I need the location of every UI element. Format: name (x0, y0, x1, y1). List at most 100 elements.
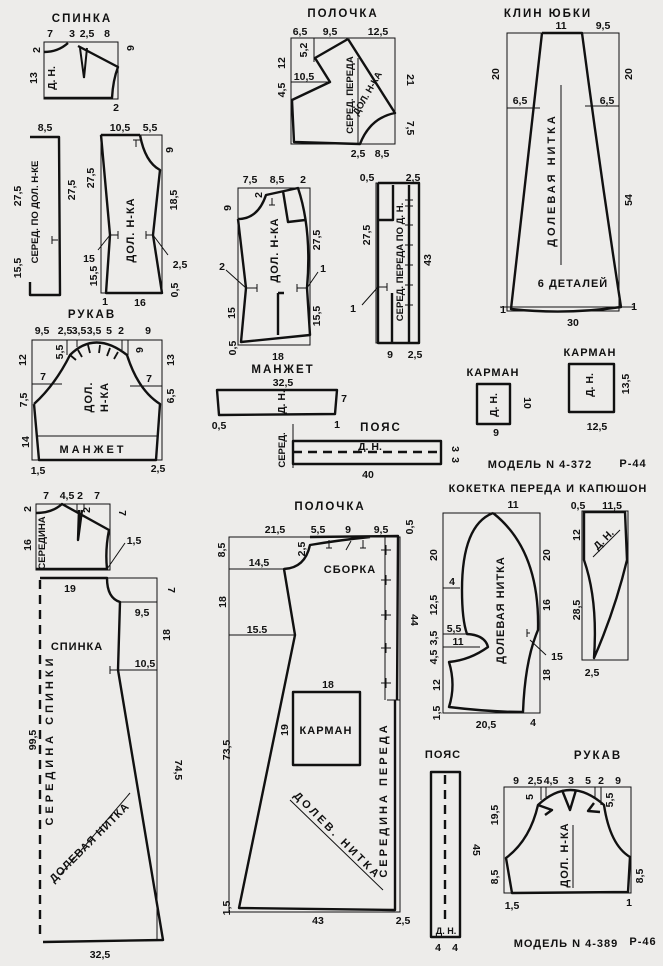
dimension-label: 3 (449, 446, 461, 452)
dimension-label: 15 (226, 307, 238, 319)
dimension-label: 8 (104, 28, 110, 40)
dimension-label: 13 (165, 354, 177, 366)
dimension-label: 5,5 (447, 623, 462, 635)
dimension-label: 3 (449, 457, 461, 463)
dimension-label: 43 (422, 254, 434, 266)
grain-label: Д. Н. (591, 527, 616, 552)
dimension-label: 0,5 (227, 341, 239, 356)
center-label: СЕРЕД. ПО ДОЛ. Н-КЕ (30, 161, 41, 264)
pattern-front-yoke: ПОЛОЧКА 6,5 9,5 12,5 12 4,5 5,2 10,5 21 … (276, 8, 416, 160)
dimension-label: 7 (341, 393, 347, 405)
dimension-label: 0,5 (360, 172, 375, 184)
dimension-label: 12 (431, 679, 443, 691)
center-label: СЕРЕДИНА ПЕРЕДА (378, 722, 390, 877)
dimension-label: 27,5 (361, 225, 373, 246)
grain-label: Д. Н. (584, 373, 596, 397)
dimension-label: 20 (490, 68, 502, 80)
dimension-label: 43 (312, 915, 324, 927)
dimension-label: 5,5 (54, 345, 66, 360)
dimension-label: 7 (116, 510, 128, 516)
center-label: СЕРЕД. (277, 432, 288, 467)
dimension-label: 40 (362, 469, 374, 481)
dimension-label: 18 (272, 351, 284, 363)
dimension-label: 12 (17, 354, 29, 366)
grain-label: ДОЛЕВАЯ НИТКА (48, 801, 133, 886)
dimension-label: 0,5 (212, 420, 227, 432)
dimension-label: 2,5 (351, 148, 366, 160)
dimension-label: 13 (28, 72, 40, 84)
dimension-label: 6 (124, 45, 136, 51)
dimension-label: 9 (145, 325, 151, 337)
dimension-label: 9,5 (135, 607, 150, 619)
dimension-label: 5,5 (311, 524, 326, 536)
dimension-label: 11 (452, 636, 463, 648)
grain-label: ДОЛ. (83, 382, 95, 413)
pattern-cuff: МАНЖЕТ 32,5 7 0,5 1 Д. Н. (212, 364, 347, 432)
dimension-label: 8,5 (38, 122, 53, 134)
dimension-label: 8,5 (489, 870, 501, 885)
grain-label: ДОЛ. Н-КА (269, 217, 281, 282)
dimension-label: 7 (43, 490, 49, 502)
dimension-label: 5,5 (143, 122, 158, 134)
dimension-label: 2 (81, 507, 93, 513)
dimension-label: 2,5 (585, 667, 600, 679)
dimension-label: 9,5 (323, 26, 338, 38)
pattern-hood: КОКЕТКА ПЕРЕДА И КАПЮШОН 11 20 4 12,5 5,… (428, 483, 648, 731)
dimension-label: 1,5 (505, 900, 520, 912)
dimension-label: 8,5 (216, 543, 228, 558)
piece-title: КАРМАН (564, 347, 617, 359)
dimension-label: 14,5 (249, 557, 270, 569)
dimension-label: 4,5 (60, 490, 75, 502)
dimension-label: 8,5 (270, 174, 285, 186)
size-label: Р-46 (629, 936, 656, 948)
center-label: СЕРЕД. ПЕРЕДА (345, 56, 356, 134)
dimension-label: 2 (31, 47, 43, 53)
piece-title: КАРМАН (467, 367, 520, 379)
pattern-pocket-large: КАРМАН 13,5 12,5 Д. Н. (564, 347, 632, 433)
dimension-label: 9 (164, 147, 176, 153)
dimension-label: 7 (47, 28, 53, 40)
dimension-label: 1 (334, 419, 340, 431)
piece-title: КЛИН ЮБКИ (504, 8, 592, 20)
dimension-label: 11 (555, 20, 566, 32)
dimension-label: 11,5 (602, 500, 622, 512)
dimension-label: 9 (387, 349, 393, 361)
dimension-label: 8,5 (634, 869, 646, 884)
dimension-label: 74,5 (172, 760, 184, 781)
dimension-label: 27,5 (85, 168, 97, 189)
dimension-label: 6,5 (600, 95, 615, 107)
piece-title: СПИНКА (52, 13, 112, 25)
dimension-label: 2 (219, 261, 225, 273)
dimension-label: 6,5 (293, 26, 308, 38)
dimension-label: 45 (470, 844, 482, 856)
dimension-label: 16 (541, 599, 553, 611)
model-number: МОДЕЛЬ N 4-372 (488, 459, 593, 471)
dimension-label: 16 (22, 539, 34, 551)
dimension-label: 19 (279, 724, 291, 736)
dimension-label: 32,5 (273, 377, 294, 389)
dimension-label: 4,5 (544, 775, 559, 787)
dimension-label: 4,5 (276, 83, 288, 98)
dimension-label: 27,5 (12, 186, 24, 207)
grain-label: Н-КА (99, 382, 111, 412)
pattern-skirt-panel: КЛИН ЮБКИ 11 9,5 20 20 6,5 6,5 54 1 1 30… (490, 8, 637, 329)
pattern-belt: ПОЯС СЕРЕД. 3 3 40 Д. Н. (277, 422, 461, 481)
piece-title: ПОЯС (425, 749, 461, 761)
dimension-label: 4 (435, 942, 441, 954)
pattern-sleeve: РУКАВ 9,5 2,5 3,5 3,5 5 2 9 12 7,5 14 7 … (17, 309, 177, 477)
dimension-label: 2,5 (408, 349, 423, 361)
pattern-back-lower: 10,5 5,5 9 18,5 27,5 15 15,5 2,5 0,5 16 … (83, 122, 187, 309)
dimension-label: 4 (530, 717, 536, 729)
dimension-label: 2,5 (80, 28, 95, 40)
piece-title: ПОЛОЧКА (294, 501, 365, 513)
dimension-label: 19 (64, 583, 76, 595)
dimension-label: 1 (626, 897, 632, 909)
grain-label: ДОЛ. Н-КА (559, 822, 571, 887)
dimension-label: 3,5 (428, 631, 440, 646)
dimension-label: 15,5 (311, 306, 323, 327)
piece-title: КОКЕТКА ПЕРЕДА И КАПЮШОН (449, 483, 648, 495)
dimension-label: 12 (571, 529, 583, 541)
dimension-label: 18,5 (168, 190, 180, 211)
pattern-belt-2: ПОЯС 45 4 4 Д. Н. (425, 749, 482, 954)
dimension-label: 7 (146, 373, 152, 385)
